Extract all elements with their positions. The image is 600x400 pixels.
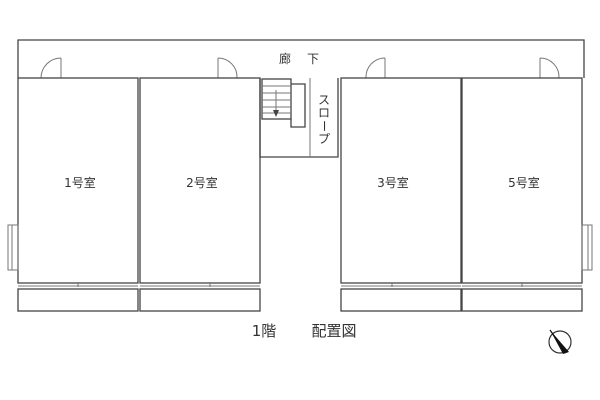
corridor: 廊 下 [17, 39, 585, 78]
floor-label: 1階 [252, 322, 277, 340]
corridor-label-right: 下 [307, 52, 319, 66]
stair-direction-arrow-icon [273, 90, 279, 117]
slope-char-3: ー [317, 120, 331, 132]
window-icon-room-1 [7, 224, 19, 271]
door-icon-room-3 [365, 57, 386, 79]
door-icon-room-1 [40, 57, 62, 79]
room-5: 5号室 [461, 77, 593, 312]
room-3: 3号室 [340, 77, 462, 312]
slope-char-1: ス [318, 93, 330, 107]
stairs [261, 78, 306, 128]
slope: ス ロ ー プ [317, 93, 331, 146]
door-icons [40, 57, 560, 79]
north-arrow-icon [548, 329, 572, 354]
room-5-label: 5号室 [508, 175, 540, 190]
room-1: 1号室 [7, 77, 139, 312]
room-2-label: 2号室 [186, 175, 218, 190]
slope-char-4: プ [318, 132, 330, 146]
corridor-label-left: 廊 [279, 51, 291, 66]
room-1-label: 1号室 [64, 175, 96, 190]
caption: 1階 配置図 [252, 322, 357, 340]
slope-char-2: ロ [318, 106, 330, 120]
plan-title: 配置図 [311, 322, 356, 340]
room-2: 2号室 [139, 77, 261, 312]
window-icon-room-5 [581, 224, 593, 271]
door-icon-room-5 [539, 57, 560, 79]
stair-core: ス ロ ー プ [259, 78, 339, 158]
door-icon-room-2 [217, 57, 238, 79]
room-3-label: 3号室 [377, 175, 409, 190]
